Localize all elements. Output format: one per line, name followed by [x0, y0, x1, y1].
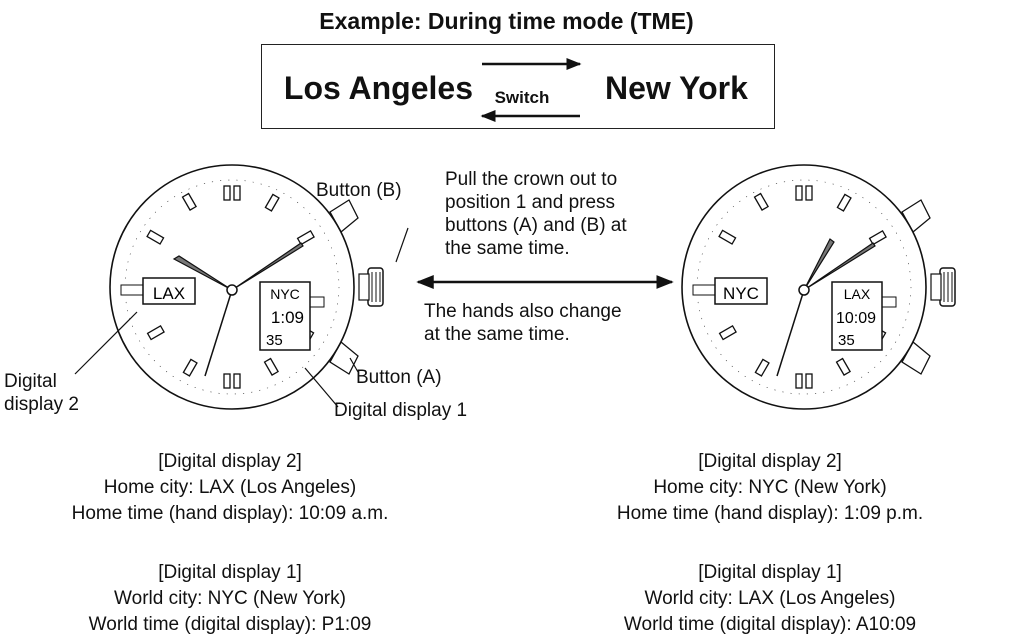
right-city-label: New York	[605, 70, 748, 106]
right-watch-hands	[776, 238, 876, 377]
svg-text:LAX: LAX	[153, 284, 185, 303]
left-watch: LAX NYC 1:09 35	[109, 164, 384, 410]
hands-note-text: The hands also change at the same time.	[424, 301, 622, 345]
right-watch-crown	[930, 267, 956, 307]
svg-text:NYC: NYC	[723, 284, 759, 303]
svg-text:35: 35	[838, 332, 855, 349]
digital-display-1-label: Digital display 1	[334, 400, 468, 421]
leader-button-b	[395, 227, 409, 263]
svg-text:NYC: NYC	[270, 286, 300, 302]
instruction-text: Pull the crown out to position 1 and pre…	[445, 169, 627, 259]
switch-arrows	[480, 58, 582, 122]
switch-label: Switch	[494, 88, 550, 107]
left-info-display-1: [Digital display 1] World city: NYC (New…	[88, 562, 372, 635]
city-switch-box: Los Angeles New York Switch	[261, 44, 775, 129]
left-watch-crown	[358, 267, 384, 307]
right-digital-display-1: LAX 10:09 35	[831, 281, 897, 351]
page-title: Example: During time mode (TME)	[319, 8, 694, 34]
right-info-display-2: [Digital display 2] Home city: NYC (New …	[616, 451, 924, 524]
right-second-hand	[776, 289, 805, 377]
left-digital-display-2: LAX	[120, 277, 196, 305]
leader-display-1	[304, 367, 339, 408]
right-hour-hand	[803, 238, 835, 291]
left-city-label: Los Angeles	[283, 70, 473, 106]
digital-display-2-label: Digital display 2	[4, 371, 79, 415]
left-second-hand	[204, 289, 233, 377]
button-a-label: Button (A)	[356, 367, 442, 388]
left-hour-hand	[172, 255, 233, 291]
left-minute-hand	[231, 242, 304, 291]
svg-text:10:09: 10:09	[836, 310, 876, 327]
svg-text:1:09: 1:09	[271, 308, 304, 327]
right-digital-display-2: NYC	[692, 277, 768, 305]
button-b-label: Button (B)	[316, 180, 402, 201]
leader-display-2	[74, 311, 138, 375]
leader-button-a	[349, 357, 359, 373]
svg-text:LAX: LAX	[844, 286, 871, 302]
right-info-display-1: [Digital display 1] World city: LAX (Los…	[623, 562, 917, 635]
right-watch: NYC LAX 10:09 35	[681, 164, 956, 410]
left-info-display-2: [Digital display 2] Home city: LAX (Los …	[71, 451, 389, 524]
left-digital-display-1: NYC 1:09 35	[259, 281, 325, 351]
svg-text:35: 35	[266, 332, 283, 349]
left-watch-hands	[172, 242, 304, 377]
right-minute-hand	[803, 242, 876, 291]
